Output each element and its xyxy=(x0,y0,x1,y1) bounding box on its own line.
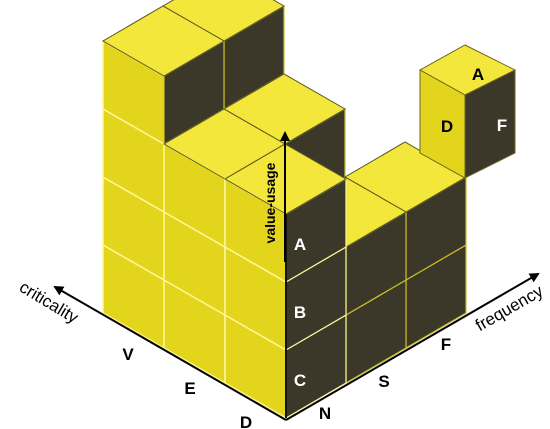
legend-cube-right-face xyxy=(464,69,516,179)
frequency-tick-s: S xyxy=(378,372,389,391)
criticality-axis-arrow xyxy=(53,286,287,421)
legend-cube: A D F xyxy=(418,44,517,179)
vertical-axis: value-usage xyxy=(262,131,290,262)
cube-stack xyxy=(102,0,467,420)
row-label-b: B xyxy=(294,303,306,322)
frequency-tick-f: F xyxy=(441,335,451,354)
row-labels: A B C xyxy=(294,235,306,390)
row-label-a: A xyxy=(294,235,306,254)
criticality-tick-e: E xyxy=(184,379,195,398)
cube-top-face xyxy=(102,5,225,77)
frequency-tick-n: N xyxy=(319,404,331,423)
frequency-tick-labels: N S F xyxy=(319,335,451,423)
legend-top-label: A xyxy=(472,65,484,84)
frequency-axis-arrow xyxy=(285,272,540,421)
criticality-tick-d: D xyxy=(240,413,252,429)
criticality-axis-label: criticality xyxy=(16,277,82,327)
legend-left-label: D xyxy=(441,117,453,136)
row-label-c: C xyxy=(294,371,306,390)
criticality-tick-labels: V E D xyxy=(122,345,252,429)
vertical-axis-label: value-usage xyxy=(262,162,278,243)
legend-right-label: F xyxy=(497,116,507,135)
frequency-axis-label: frequency xyxy=(472,281,547,335)
criticality-tick-v: V xyxy=(122,345,134,364)
